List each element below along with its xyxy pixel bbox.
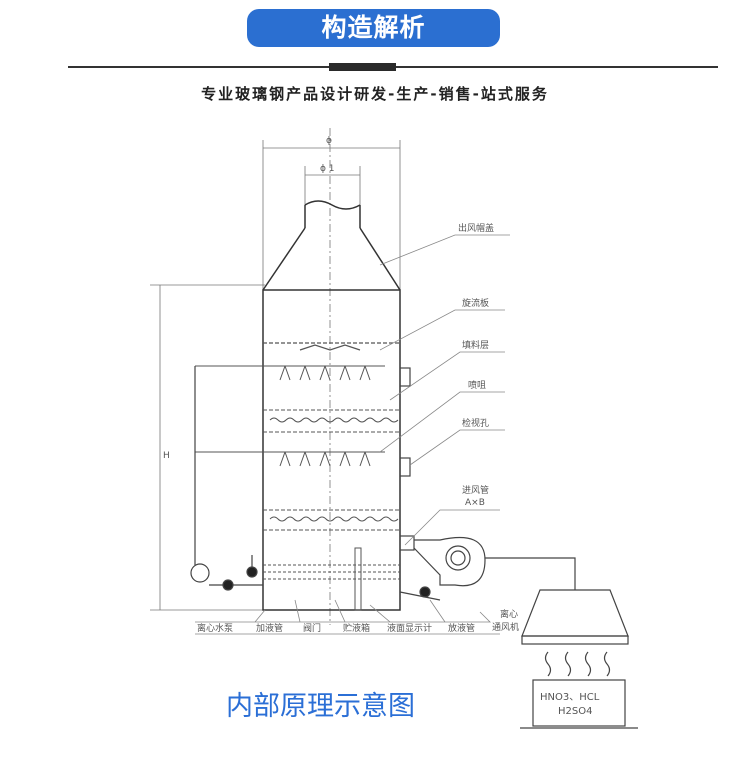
label-fill-pipe: 加液管 xyxy=(256,622,283,634)
fume-hood xyxy=(520,589,638,729)
diagram-title: 内部原理示意图 xyxy=(226,691,415,722)
label-acids-2: H2SO4 xyxy=(558,706,592,717)
label-fan-2: 通风机 xyxy=(492,621,519,633)
dim-h: H xyxy=(163,451,170,461)
dim-phi1: ϕ 1 xyxy=(320,164,335,174)
label-tank: 贮液箱 xyxy=(343,622,370,634)
label-level-gauge: 液面显示计 xyxy=(387,622,432,634)
label-swirl-plate: 旋流板 xyxy=(462,297,489,309)
label-inlet-size: A×B xyxy=(465,498,485,508)
inspection-windows xyxy=(399,367,411,477)
label-valve: 阀门 xyxy=(303,622,321,634)
label-fan-1: 离心 xyxy=(500,608,518,620)
label-pump: 离心水泵 xyxy=(197,622,233,634)
packing-layers xyxy=(263,409,400,531)
liquid-tank xyxy=(263,547,400,611)
dim-phi: ϕ xyxy=(326,136,332,146)
dimension-lines xyxy=(150,128,401,625)
subtitle: 专业玻璃钢产品设计研发-生产-销售-站式服务 xyxy=(201,85,549,103)
section-title: 构造解析 xyxy=(247,9,500,47)
label-inspection-hole: 检视孔 xyxy=(462,417,489,429)
swirl-plate xyxy=(263,342,400,351)
label-acids-1: HNO3、HCL xyxy=(540,692,600,703)
divider-accent xyxy=(329,63,396,71)
spray-nozzles xyxy=(195,365,385,467)
fan xyxy=(399,535,576,590)
leader-lines xyxy=(195,234,510,635)
label-outlet-cap: 出风帽盖 xyxy=(458,222,494,234)
label-nozzle: 喷咀 xyxy=(468,380,486,391)
label-inlet-duct: 进风管 xyxy=(462,484,489,496)
pump-piping xyxy=(190,366,441,601)
label-packing-layer: 填料层 xyxy=(462,339,489,351)
label-drain-pipe: 放液管 xyxy=(448,622,475,634)
tower-body xyxy=(262,200,401,611)
